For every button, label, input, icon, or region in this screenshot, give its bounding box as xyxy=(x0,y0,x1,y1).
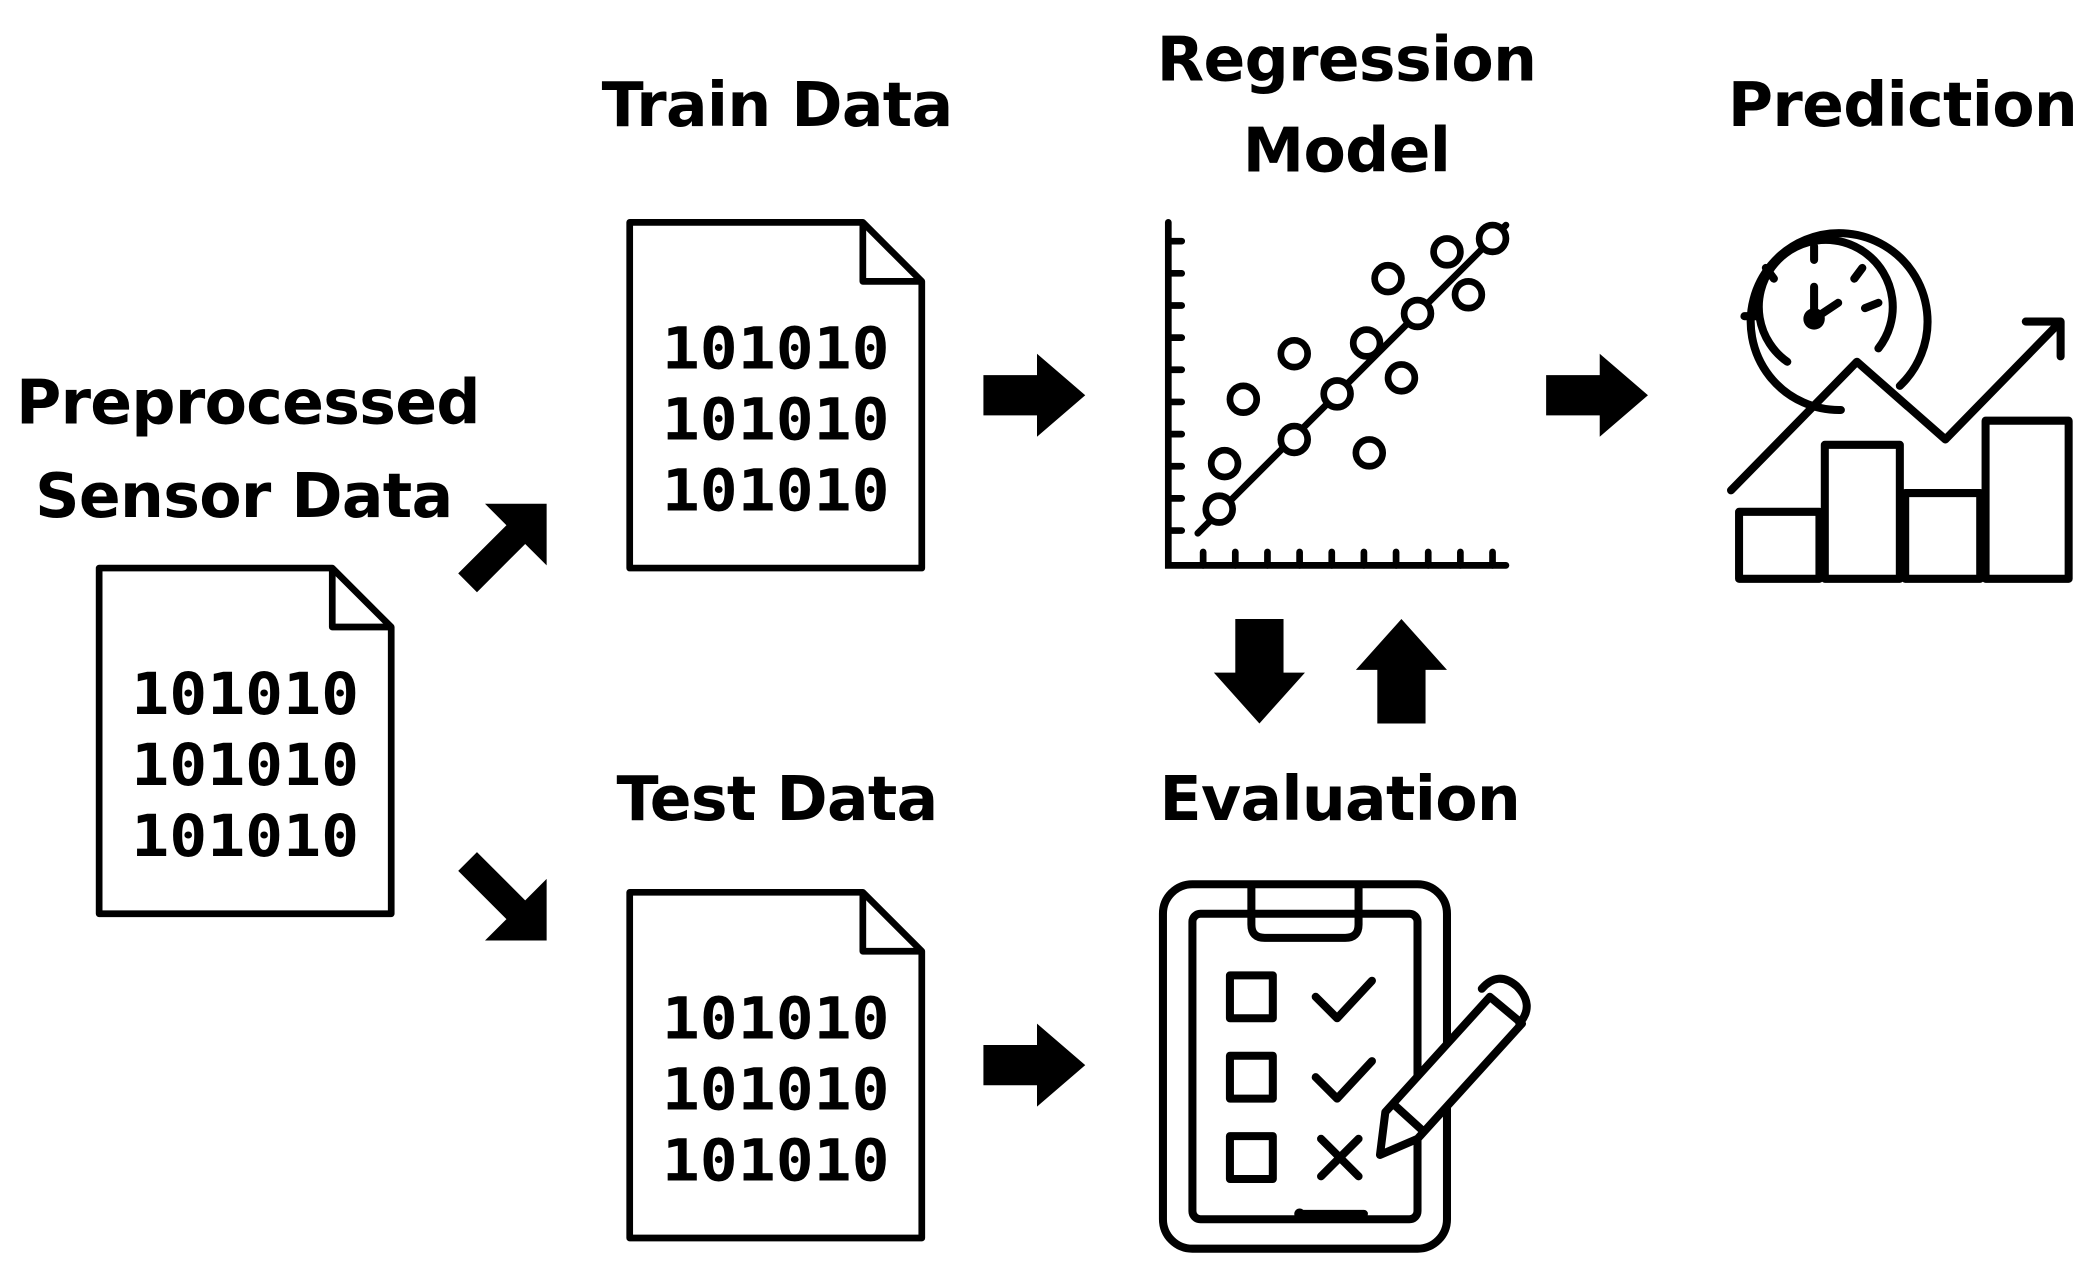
binary-document-icon: 101010 101010 101010 xyxy=(626,219,926,572)
label-model: Regression Model xyxy=(1152,16,1541,193)
binary-row: 101010 xyxy=(662,1056,890,1123)
binary-row: 101010 xyxy=(131,732,359,799)
checklist-clipboard-icon xyxy=(1158,880,1531,1253)
binary-document-icon: 101010 101010 101010 xyxy=(95,564,395,918)
binary-row: 101010 xyxy=(131,803,359,870)
binary-row: 101010 xyxy=(662,1127,890,1194)
label-model-line2: Model xyxy=(1242,113,1451,187)
arrow-source-to-test xyxy=(458,852,547,941)
arrow-source-to-train xyxy=(458,503,547,593)
binary-row: 101010 xyxy=(131,661,359,728)
label-source: Preprocessed Sensor Data xyxy=(16,359,480,539)
label-evaluation: Evaluation xyxy=(1159,762,1521,835)
binary-row: 101010 xyxy=(662,985,890,1052)
arrow-model-to-prediction xyxy=(1546,353,1648,437)
binary-row: 101010 xyxy=(662,457,890,524)
label-train: Train Data xyxy=(601,68,953,141)
binary-row: 101010 xyxy=(662,386,890,453)
binary-row: 101010 xyxy=(662,315,890,382)
label-model-line1: Regression xyxy=(1156,22,1537,96)
label-source-line2: Sensor Data xyxy=(35,459,453,532)
arrow-model-to-evaluation xyxy=(1213,618,1305,724)
arrow-evaluation-to-model xyxy=(1355,618,1447,724)
arrow-test-to-evaluation xyxy=(983,1023,1086,1107)
speedometer-trend-chart-icon xyxy=(1727,229,2073,583)
arrow-train-to-model xyxy=(983,353,1086,437)
binary-document-icon: 101010 101010 101010 xyxy=(626,888,926,1242)
label-test: Test Data xyxy=(616,762,939,835)
label-prediction: Prediction xyxy=(1727,68,2078,141)
label-source-line1: Preprocessed xyxy=(16,365,480,439)
scatter-regression-icon xyxy=(1164,219,1510,569)
